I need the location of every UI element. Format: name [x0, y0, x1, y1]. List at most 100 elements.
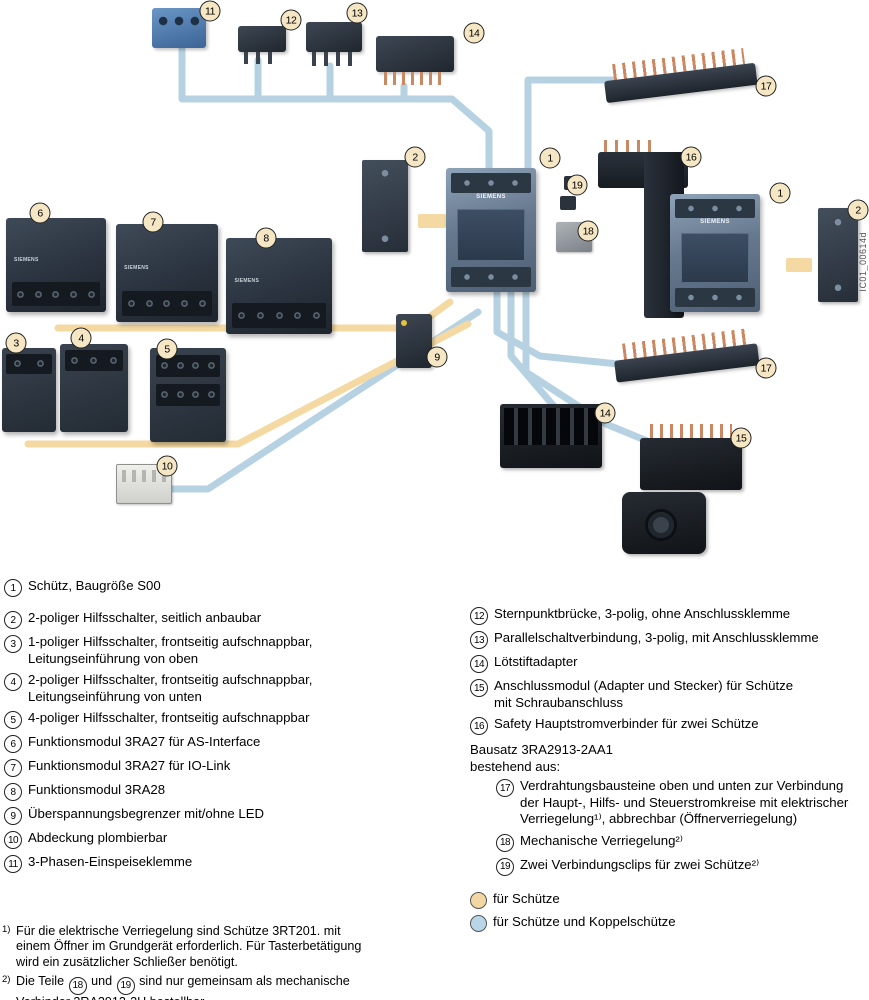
legend-item-text: Überspannungsbegrenzer mit/ohne LED	[28, 806, 265, 821]
diagram-callout-8: 8	[255, 227, 277, 249]
legend-item-text: Zwei Verbindungsclips für zwei Schütze²⁾	[520, 856, 760, 872]
component-2-hilfsschalter-left	[362, 160, 408, 252]
terminal-row	[6, 353, 52, 375]
connector-blue-14-bottom	[507, 286, 565, 418]
legend-item-text: 3-Phasen-Einspeiseklemme	[28, 854, 193, 869]
callout-7: 7	[4, 759, 22, 777]
color-legend: für Schütze für Schütze und Koppelschütze	[470, 891, 868, 932]
callout-3: 3	[4, 635, 22, 653]
bausatz-intro: Bausatz 3RA2913-2AA1 bestehend aus:	[470, 742, 868, 775]
footnotes: 1) Für die elektrische Verriegelung sind…	[2, 924, 454, 1000]
footnote-1: 1) Für die elektrische Verriegelung sind…	[2, 924, 454, 970]
comb-fins	[504, 408, 598, 446]
component-12-sternpunktbruecke	[238, 26, 286, 64]
footnote-2-marker: 2)	[2, 974, 11, 986]
led-indicator	[401, 320, 407, 326]
legend-item-text: Parallelschaltverbindung, 3-polig, mit A…	[494, 630, 819, 645]
legend-item-text: Abdeckung plombierbar	[28, 830, 168, 845]
component-2-hilfsschalter-right	[818, 208, 858, 302]
clip	[560, 196, 576, 210]
diagram-callout-1: 1	[769, 182, 791, 204]
footnote-1-marker: 1)	[2, 924, 11, 935]
legend-item-7: 7 Funktionsmodul 3RA27 für IO-Link	[4, 758, 464, 777]
diagram-callout-3: 3	[5, 332, 27, 354]
component-6-funktionsmodul-as-interface: SIEMENS	[6, 218, 106, 312]
component-14-loetstiftadapter-top	[376, 36, 454, 85]
diagram-callout-19: 19	[566, 174, 588, 196]
callout-19: 19	[116, 976, 135, 995]
diagram-callout-15: 15	[730, 427, 752, 449]
diagram-callout-7: 7	[142, 211, 164, 233]
footnote-1-text: Für die elektrische Verriegelung sind Sc…	[16, 924, 362, 969]
adapter-ring	[648, 512, 674, 538]
legend-item-8: 8 Funktionsmodul 3RA28	[4, 782, 464, 801]
color-legend-row-1: für Schütze	[470, 891, 868, 909]
callout-8: 8	[4, 783, 22, 801]
contactor-bottom-terminals	[675, 288, 755, 308]
diagram-callout-14: 14	[594, 402, 616, 424]
cover-ribs	[122, 470, 166, 482]
image-code: IC01_00614d	[858, 232, 868, 292]
terminal-row	[232, 303, 326, 329]
contactor-face	[456, 208, 526, 261]
diagram-callout-10: 10	[156, 455, 178, 477]
legend-item-text: Funktionsmodul 3RA27 für IO-Link	[28, 758, 231, 773]
callout-1: 1	[4, 579, 22, 597]
diagram-callout-9: 9	[426, 346, 448, 368]
component-14-loetstiftadapter-bottom	[500, 404, 602, 468]
diagram-callout-5: 5	[156, 338, 178, 360]
siemens-logo: SIEMENS	[476, 194, 506, 201]
diagram-callout-2: 2	[847, 199, 869, 221]
copper-pins	[604, 140, 658, 152]
orange-stub-right	[786, 258, 812, 272]
color-dot	[470, 914, 487, 932]
diagram-callout-6: 6	[29, 202, 51, 224]
siemens-logo: SIEMENS	[234, 278, 260, 285]
callout-2: 2	[4, 611, 22, 629]
pin-legs	[312, 52, 356, 66]
callout-11: 11	[4, 855, 22, 873]
diagram-callout-13: 13	[346, 2, 368, 24]
diagram-callout-1: 1	[539, 147, 561, 169]
color-legend-row-2: für Schütze und Koppelschütze	[470, 914, 868, 932]
component-13-parallelschaltverbindung	[306, 22, 362, 66]
legend-item-11: 11 3-Phasen-Einspeiseklemme	[4, 854, 464, 873]
callout-18: 18	[496, 833, 514, 852]
component-8-funktionsmodul-3ra28: SIEMENS	[226, 238, 332, 334]
legend-item-text: Schütz, Baugröße S00	[28, 578, 161, 593]
component-5-hilfsschalter-4polig	[150, 348, 226, 442]
contactor-top-terminals	[675, 198, 755, 218]
diagram-callout-11: 11	[199, 0, 221, 22]
callout-5: 5	[4, 711, 22, 729]
legend-item-text: Verdrahtungsbausteine oben und unten zur…	[520, 778, 849, 826]
callout-12: 12	[470, 607, 488, 625]
terminal-row	[65, 350, 123, 372]
color-dot	[470, 891, 487, 909]
terminal-row	[156, 354, 220, 378]
diagram-callout-17: 17	[755, 75, 777, 97]
diagram-callout-18: 18	[577, 220, 599, 242]
legend-item-text: Funktionsmodul 3RA28	[28, 782, 166, 797]
legend-item-text: 2-poliger Hilfsschalter, frontseitig auf…	[28, 672, 313, 704]
color-label: für Schütze	[493, 890, 560, 906]
callout-6: 6	[4, 735, 22, 753]
bausatz-line1: Bausatz 3RA2913-2AA1	[470, 742, 613, 757]
orange-stub-left	[418, 214, 446, 228]
component-1-schuetz-right: SIEMENS	[670, 194, 760, 312]
component-15-anschlussmodul-adapter	[622, 492, 706, 554]
siemens-logo: SIEMENS	[14, 257, 39, 264]
diagram-callout-16: 16	[680, 146, 702, 168]
callout-18: 18	[68, 976, 87, 995]
legend-item-1: 1 Schütz, Baugröße S00	[4, 578, 464, 597]
